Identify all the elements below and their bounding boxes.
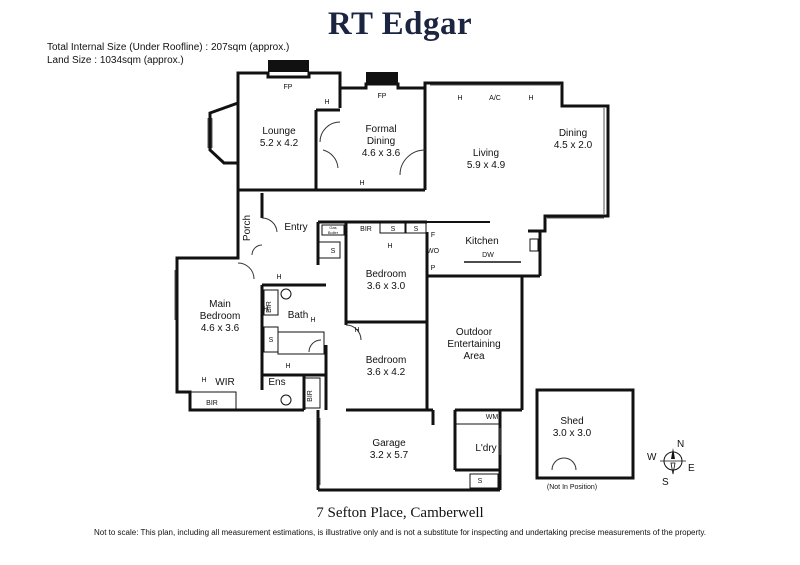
main-bedroom-label-2: Bedroom bbox=[200, 311, 241, 322]
living-dim: 5.9 x 4.9 bbox=[467, 160, 506, 171]
heater-label: H bbox=[387, 243, 392, 250]
wall-oven-label: WO bbox=[427, 248, 440, 255]
formal-dining-label-1: Formal bbox=[365, 124, 396, 135]
garage-dim: 3.2 x 5.7 bbox=[370, 450, 409, 461]
heater-label: H bbox=[310, 317, 315, 324]
outdoor-label-1: Outdoor bbox=[456, 327, 493, 338]
bedroom-b-label: Bedroom bbox=[366, 355, 407, 366]
doors bbox=[237, 121, 577, 471]
heater-label: H bbox=[528, 95, 533, 102]
kitchen-label: Kitchen bbox=[465, 236, 498, 247]
fridge-label: F bbox=[431, 232, 435, 239]
boiler-label: Boiler bbox=[328, 230, 339, 235]
dining-dim: 4.5 x 2.0 bbox=[554, 140, 593, 151]
bath-label: Bath bbox=[288, 310, 309, 321]
size-info: Total Internal Size (Under Roofline) : 2… bbox=[47, 41, 289, 67]
disclaimer-text: Not to scale: This plan, including all m… bbox=[93, 528, 707, 537]
room-labels: Lounge 5.2 x 4.2 Formal Dining 4.6 x 3.6… bbox=[200, 124, 597, 491]
main-bedroom-label-1: Main bbox=[209, 299, 231, 310]
shelf-label: S bbox=[391, 226, 396, 233]
heater-label: H bbox=[359, 180, 364, 187]
land-size-text: Land Size : 1034sqm (approx.) bbox=[47, 55, 184, 66]
entry-label: Entry bbox=[284, 222, 307, 233]
compass-n: N bbox=[677, 439, 684, 450]
fixtures-lines bbox=[189, 220, 539, 489]
bir-label: BIR bbox=[266, 301, 273, 313]
ens-label: Ens bbox=[268, 377, 285, 388]
fp-label-lounge: FP bbox=[284, 84, 293, 91]
bir-label: BIR bbox=[360, 226, 372, 233]
outdoor-label-3: Area bbox=[463, 351, 485, 362]
shed-label: Shed bbox=[560, 416, 583, 427]
formal-dining-label-2: Dining bbox=[367, 136, 395, 147]
heater-label: H bbox=[354, 327, 359, 334]
shelf-label: S bbox=[269, 337, 274, 344]
bedroom-a-label: Bedroom bbox=[366, 269, 407, 280]
compass-w: W bbox=[647, 452, 657, 463]
shelf-label: S bbox=[478, 478, 483, 485]
property-address: 7 Sefton Place, Camberwell bbox=[316, 505, 484, 521]
bir-label: BIR bbox=[307, 390, 314, 402]
shelf-label: S bbox=[414, 226, 419, 233]
shed-dim: 3.0 x 3.0 bbox=[553, 428, 592, 439]
living-label: Living bbox=[473, 148, 499, 159]
washing-machine-label: WM bbox=[486, 414, 499, 421]
heater-label: H bbox=[285, 363, 290, 370]
laundry-label: L'dry bbox=[475, 443, 496, 454]
pantry-label: P bbox=[431, 265, 436, 272]
main-bedroom-dim: 4.6 x 3.6 bbox=[201, 323, 240, 334]
compass-icon: N E S W bbox=[647, 439, 695, 488]
bir-label: BIR bbox=[206, 400, 218, 407]
wir-label: WIR bbox=[215, 377, 234, 388]
shed-note: (Not In Position) bbox=[547, 484, 597, 491]
heater-label: H bbox=[457, 95, 462, 102]
lounge-dim: 5.2 x 4.2 bbox=[260, 138, 299, 149]
formal-dining-dim: 4.6 x 3.6 bbox=[362, 148, 401, 159]
compass-e: E bbox=[688, 463, 695, 474]
gas-label: Gas bbox=[329, 225, 336, 230]
dining-label: Dining bbox=[559, 128, 587, 139]
heater-label: H bbox=[276, 274, 281, 281]
bedroom-a-dim: 3.6 x 3.0 bbox=[367, 281, 406, 292]
fixture-labels: FP FP H H A/C H H BIR S S H S Gas Boiler… bbox=[201, 84, 533, 485]
lounge-label: Lounge bbox=[262, 126, 296, 137]
fireplaces bbox=[268, 60, 398, 84]
dishwasher-label: DW bbox=[482, 252, 494, 259]
ac-label: A/C bbox=[489, 95, 501, 102]
bedroom-b-dim: 3.6 x 4.2 bbox=[367, 367, 406, 378]
porch-label: Porch bbox=[242, 215, 253, 241]
windows bbox=[174, 84, 605, 485]
fp-label-formal: FP bbox=[378, 93, 387, 100]
heater-label: H bbox=[201, 377, 206, 384]
garage-label: Garage bbox=[372, 438, 406, 449]
heater-label: H bbox=[324, 99, 329, 106]
outdoor-label-2: Entertaining bbox=[447, 339, 500, 350]
heater-label: H bbox=[263, 306, 268, 313]
internal-size-text: Total Internal Size (Under Roofline) : 2… bbox=[47, 42, 290, 53]
shelf-label: S bbox=[331, 248, 336, 255]
compass-s: S bbox=[662, 477, 669, 488]
brand-logo: RT Edgar bbox=[327, 6, 473, 42]
